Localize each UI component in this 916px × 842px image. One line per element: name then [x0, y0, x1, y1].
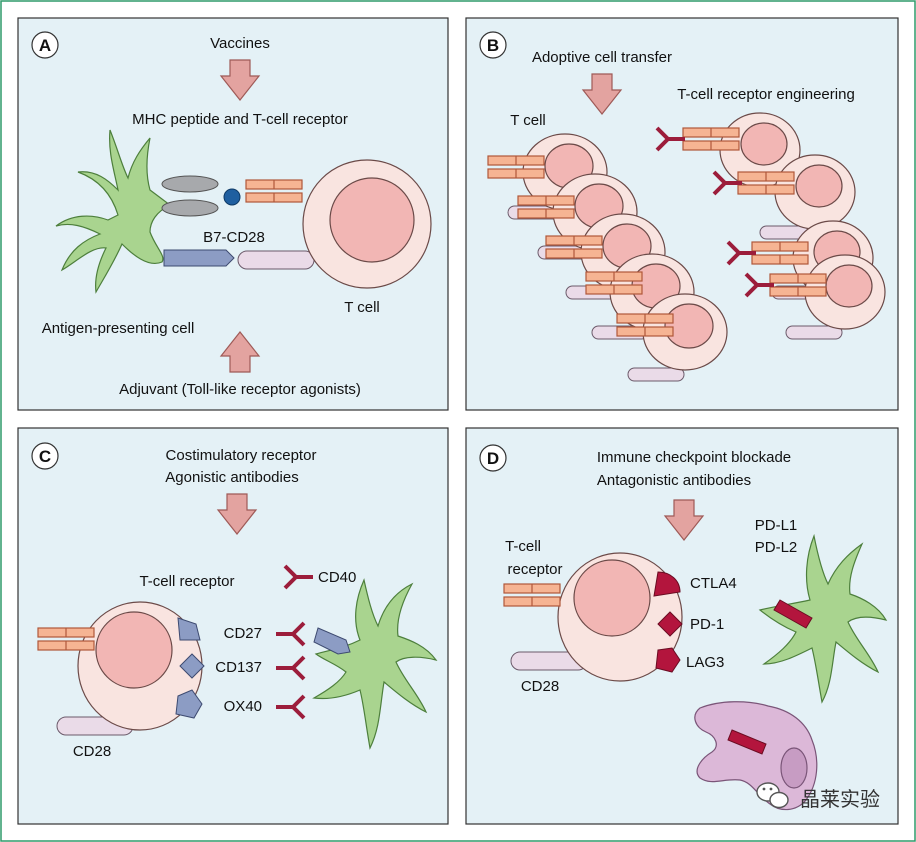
- panel-b-t-cell: [616, 293, 728, 382]
- panel-d-ctla4-receptor: [653, 571, 681, 597]
- panel-c-apc-ligand: [313, 627, 351, 655]
- panel-a-mhc-label: MHC peptide and T-cell receptor: [132, 111, 348, 128]
- panel-d-pdl1-label: PD-L1: [755, 517, 798, 534]
- panel-b-engineering-label: T-cell receptor engineering: [677, 86, 855, 103]
- panel-a: A Vaccines MHC peptide and T-cell recept…: [17, 17, 449, 411]
- panel-d-t-cell-nucleus: [573, 559, 651, 637]
- panel-a-b7-ligand: [163, 249, 235, 267]
- panel-d-checkpoint-label: Immune checkpoint blockade: [597, 449, 791, 466]
- panel-c-letter-badge: [31, 442, 59, 470]
- panel-c-tcr-label: T-cell receptor: [139, 573, 234, 590]
- panel-c-cd137-label: CD137: [215, 659, 262, 676]
- panel-d-pd1-receptor: [657, 611, 683, 637]
- panel-c-costim-label: Costimulatory receptor: [166, 447, 317, 464]
- panel-d-tcr-label-line1: T-cell: [505, 538, 541, 555]
- panel-c-apc-cell: [312, 578, 438, 750]
- panel-c-agonistic-label: Agonistic antibodies: [165, 469, 298, 486]
- panel-d-ctla4-label: CTLA4: [690, 575, 737, 592]
- watermark: 晶莱实验: [756, 782, 880, 811]
- panel-c-ox40-label: OX40: [224, 698, 262, 715]
- panel-d-macrophage-ligand: [727, 729, 767, 755]
- panel-a-apc-cell: [55, 129, 172, 294]
- panel-d: D Immune checkpoint blockade Antagonisti…: [465, 427, 899, 825]
- panel-c-ox40-receptor: [175, 689, 203, 719]
- watermark-text: 晶莱实验: [800, 788, 880, 811]
- panel-c-cd28-label: CD28: [73, 743, 111, 760]
- panel-c-cd137-receptor: [179, 653, 205, 679]
- panel-c-t-cell-nucleus: [95, 611, 173, 689]
- panel-c-cd27-receptor: [177, 617, 201, 641]
- panel-a-t-cell-label: T cell: [344, 299, 380, 316]
- panel-b-engineered-t-cell-stack: [655, 112, 886, 340]
- panel-a-mhc-molecule-bottom: [161, 199, 219, 217]
- panel-a-vaccines-label: Vaccines: [210, 35, 270, 52]
- panel-a-up-arrow: [219, 331, 261, 373]
- panel-d-letter: D: [487, 449, 499, 468]
- panel-b-letter-badge: [479, 31, 507, 59]
- panel-b-engineered-t-cell: [744, 254, 886, 340]
- panel-a-cd28: [237, 250, 315, 270]
- panel-a-mhc-molecule-top: [161, 175, 219, 193]
- panel-a-apc-label: Antigen-presenting cell: [42, 320, 195, 337]
- panel-a-letter: A: [39, 36, 51, 55]
- panel-d-pd1-label: PD-1: [690, 616, 724, 633]
- panel-d-antagonistic-label: Antagonistic antibodies: [597, 472, 751, 489]
- panel-d-cd28-label: CD28: [521, 678, 559, 695]
- panel-b-engineered-t-cell: [712, 154, 856, 240]
- panel-d-macrophage-nucleus: [780, 747, 808, 789]
- wechat-icon: [756, 782, 789, 809]
- panel-c-cd40-label: CD40: [318, 569, 356, 586]
- panel-a-b7-cd28-label: B7-CD28: [203, 229, 265, 246]
- panel-b-t-cell-stack-left: [487, 133, 728, 382]
- panel-c-letter: C: [39, 447, 51, 466]
- panel-c-cd27-label: CD27: [224, 625, 262, 642]
- panel-a-adjuvant-label: Adjuvant (Toll-like receptor agonists): [119, 381, 361, 398]
- panel-d-pdl2-label: PD-L2: [755, 539, 798, 556]
- panel-c: C Costimulatory receptor Agonistic antib…: [17, 427, 449, 825]
- panel-a-t-cell-nucleus: [329, 177, 415, 263]
- panel-b-engineered-t-cell: [655, 112, 801, 188]
- panel-d-lag3-receptor: [655, 647, 681, 673]
- panel-d-tcr-label-line2: receptor: [507, 561, 562, 578]
- panel-b-t-cell-label: T cell: [510, 112, 546, 129]
- panel-d-pdl-ligand: [773, 599, 813, 629]
- panel-b-act-label: Adoptive cell transfer: [532, 49, 672, 66]
- panel-b: B Adoptive cell transfer T cell T-cell r…: [465, 17, 899, 411]
- panel-b-letter: B: [487, 36, 499, 55]
- panel-a-letter-badge: [31, 31, 59, 59]
- panel-d-letter-badge: [479, 444, 507, 472]
- panel-a-peptide: [223, 188, 241, 206]
- panel-d-apc-cell: [758, 533, 888, 704]
- panel-d-lag3-label: LAG3: [686, 654, 724, 671]
